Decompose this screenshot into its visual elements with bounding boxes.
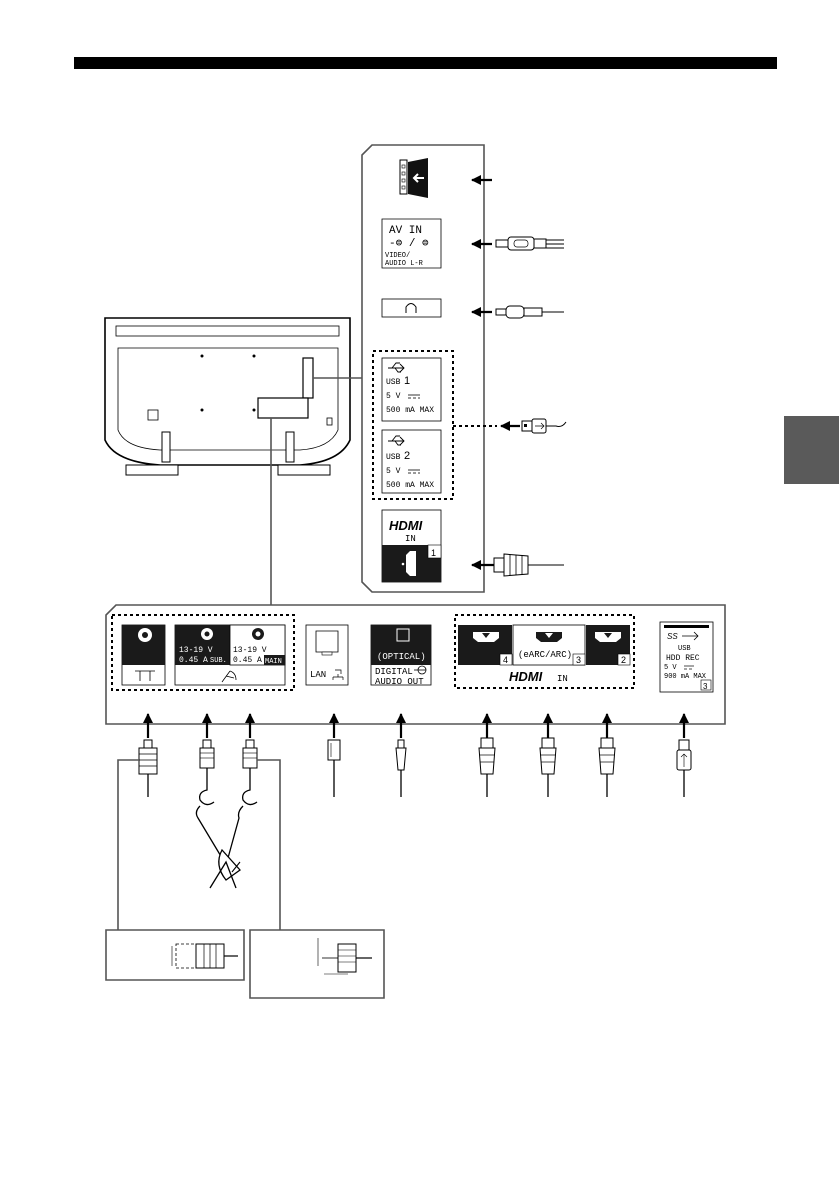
side-panel: AV IN VIDEO/ AUDIO L-R -⊜ / ⊜ xyxy=(362,145,566,592)
hdmi1-port: HDMI IN 1 xyxy=(382,510,441,582)
sat-cable-sub xyxy=(196,740,222,858)
hdmi4-num: 4 xyxy=(503,655,508,665)
hdmi-cable-side xyxy=(494,554,564,576)
usb2-voltage: 5 V xyxy=(386,467,401,476)
usb2-label: USB xyxy=(386,453,401,462)
usb-cable-bottom xyxy=(677,740,691,797)
usb3-label1: USB xyxy=(678,645,691,653)
hdmi3-num: 3 xyxy=(576,655,581,665)
sat-sub-tag: SUB. xyxy=(210,657,227,665)
av-in-title: AV IN xyxy=(389,225,422,237)
usb3-voltage: 5 V xyxy=(664,664,677,672)
hdmi-cable-2 xyxy=(599,738,615,797)
headphone-port xyxy=(382,299,441,317)
av-in-port: AV IN VIDEO/ AUDIO L-R -⊜ / ⊜ xyxy=(382,219,441,268)
coax-detail-box xyxy=(106,930,244,980)
hdmi-earc: (eARC/ARC) xyxy=(518,650,572,660)
usb1-voltage: 5 V xyxy=(386,392,401,401)
usb3-label2: HDD REC xyxy=(666,654,700,663)
usb1-num: 1 xyxy=(404,375,410,387)
hdmi1-in: IN xyxy=(405,534,416,544)
av-mini-jack-cable xyxy=(496,237,564,250)
usb2-num: 2 xyxy=(404,450,410,462)
usb1-current: 500 mA MAX xyxy=(386,406,434,415)
lan-cable xyxy=(328,740,340,797)
headphone-cable xyxy=(496,306,564,318)
sat-main-volt: 13-19 V xyxy=(233,646,267,655)
optical-cable xyxy=(396,740,406,797)
sat-main-amp: 0.45 A xyxy=(233,656,262,665)
sat-sub-volt: 13-19 V xyxy=(179,646,213,655)
usb1-label: USB xyxy=(386,378,401,387)
optical-port: (OPTICAL) DIGITAL AUDIO OUT xyxy=(371,625,431,687)
usb1-port: USB 1 5 V 500 mA MAX xyxy=(382,358,441,421)
f-connector-detail-box xyxy=(250,930,384,998)
coax-antenna-cable xyxy=(139,740,157,797)
lan-label: LAN xyxy=(310,670,326,680)
sat-sub-amp: 0.45 A xyxy=(179,656,208,665)
optical-line2: AUDIO OUT xyxy=(375,677,424,687)
satellite-ports: 13-19 V 0.45 A 13-19 V 0.45 A SUB. MAIN xyxy=(175,625,285,685)
av-in-symbols: -⊜ / ⊜ xyxy=(389,238,429,250)
hdmi-logo: HDMI xyxy=(509,669,543,684)
hdmi-in: IN xyxy=(557,674,568,684)
hdmi1-logo: HDMI xyxy=(389,518,423,533)
optical-line1: DIGITAL xyxy=(375,667,413,677)
antenna-port xyxy=(122,625,165,685)
hdmi-cable-3 xyxy=(540,738,556,797)
cam-slot-icon xyxy=(400,158,428,198)
sat-cable-main xyxy=(228,740,257,858)
usb2-port: USB 2 5 V 500 mA MAX xyxy=(382,430,441,493)
usb2-current: 500 mA MAX xyxy=(386,481,434,490)
sat-main-tag: MAIN xyxy=(265,658,282,666)
tv-rear-view xyxy=(105,318,350,475)
usb3-num: 3 xyxy=(703,682,708,691)
usb3-ss: SS xyxy=(667,632,678,641)
av-in-sub1: VIDEO/ xyxy=(385,252,410,260)
hdmi1-num: 1 xyxy=(431,548,436,558)
bottom-panel: 13-19 V 0.45 A 13-19 V 0.45 A SUB. MAIN … xyxy=(106,605,725,724)
usb3-port: SS USB HDD REC 5 V 900 mA MAX 3 xyxy=(660,622,713,692)
satellite-dish-icon xyxy=(210,850,240,888)
optical-label: (OPTICAL) xyxy=(377,652,426,662)
usb-cable xyxy=(522,419,566,433)
hdmi2-num: 2 xyxy=(621,655,626,665)
hdmi-cable-4 xyxy=(479,738,495,797)
lan-port: LAN xyxy=(306,625,348,685)
usb3-current: 900 mA MAX xyxy=(664,673,707,681)
av-in-sub2: AUDIO L-R xyxy=(385,260,424,268)
